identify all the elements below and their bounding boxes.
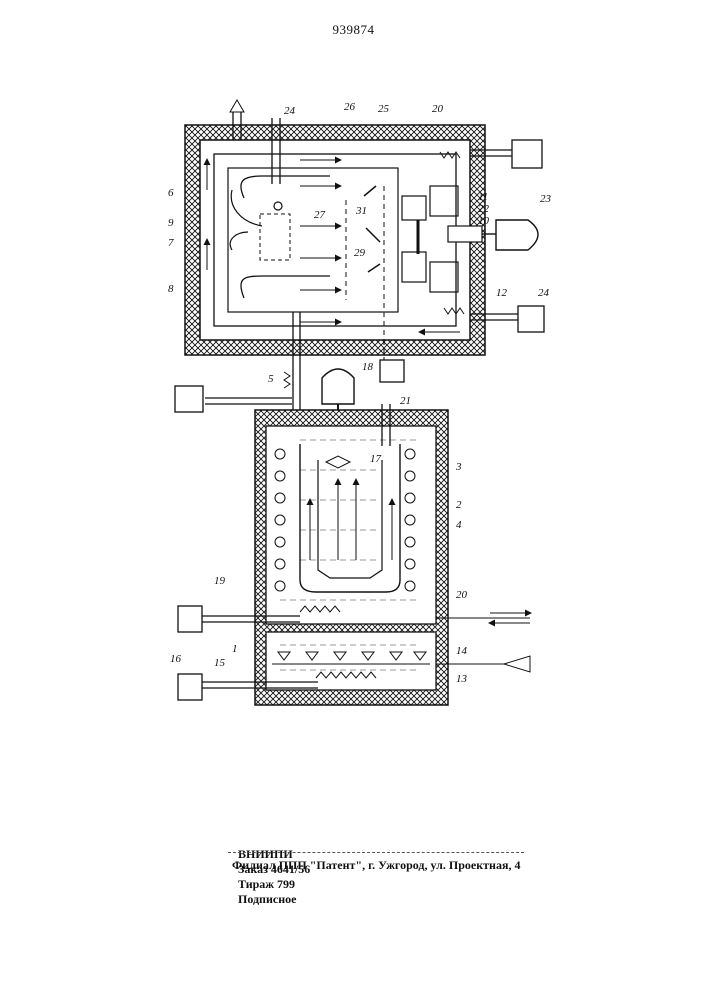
label-25: 24 — [284, 105, 296, 117]
label-4: 4 — [456, 519, 462, 531]
label-9: 9 — [168, 217, 174, 229]
footer-divider — [228, 852, 524, 853]
label-12: 12 — [496, 287, 508, 299]
label-29: 29 — [354, 247, 366, 259]
label-2: 2 — [456, 499, 462, 511]
label-18: 18 — [362, 361, 374, 373]
label-7: 7 — [168, 237, 174, 249]
label-5: 5 — [268, 373, 274, 385]
label-13: 13 — [456, 673, 468, 685]
label-22: 22 — [478, 203, 490, 215]
label-21: 21 — [400, 395, 411, 407]
footer-print-run: Тираж 799 — [238, 877, 295, 891]
label-19: 19 — [214, 575, 226, 587]
label-1: 1 — [232, 643, 238, 655]
label-17: 17 — [370, 453, 382, 465]
label-28: 26 — [344, 101, 356, 113]
label-24: 24 — [538, 287, 550, 299]
motor-18 — [322, 369, 354, 404]
label-3: 3 — [455, 461, 462, 473]
label-8: 8 — [168, 283, 174, 295]
footer-subscription: Подписное — [238, 892, 296, 906]
label-20-top: 20 — [432, 103, 444, 115]
upper-chamber — [185, 100, 544, 440]
label-20-bottom: 20 — [456, 589, 468, 601]
label-10: 10 — [478, 215, 490, 227]
label-11: 11 — [478, 191, 488, 203]
label-23: 23 — [540, 193, 552, 205]
label-16: 16 — [170, 653, 182, 665]
label-31: 31 — [355, 205, 367, 217]
label-26: 25 — [378, 103, 390, 115]
label-15: 15 — [214, 657, 226, 669]
label-27: 27 — [314, 209, 326, 221]
footer-branch: Филиал ППП "Патент", г. Ужгород, ул. Про… — [232, 858, 520, 873]
label-14: 14 — [456, 645, 468, 657]
label-6: 6 — [168, 187, 174, 199]
lower-chamber — [255, 404, 448, 705]
